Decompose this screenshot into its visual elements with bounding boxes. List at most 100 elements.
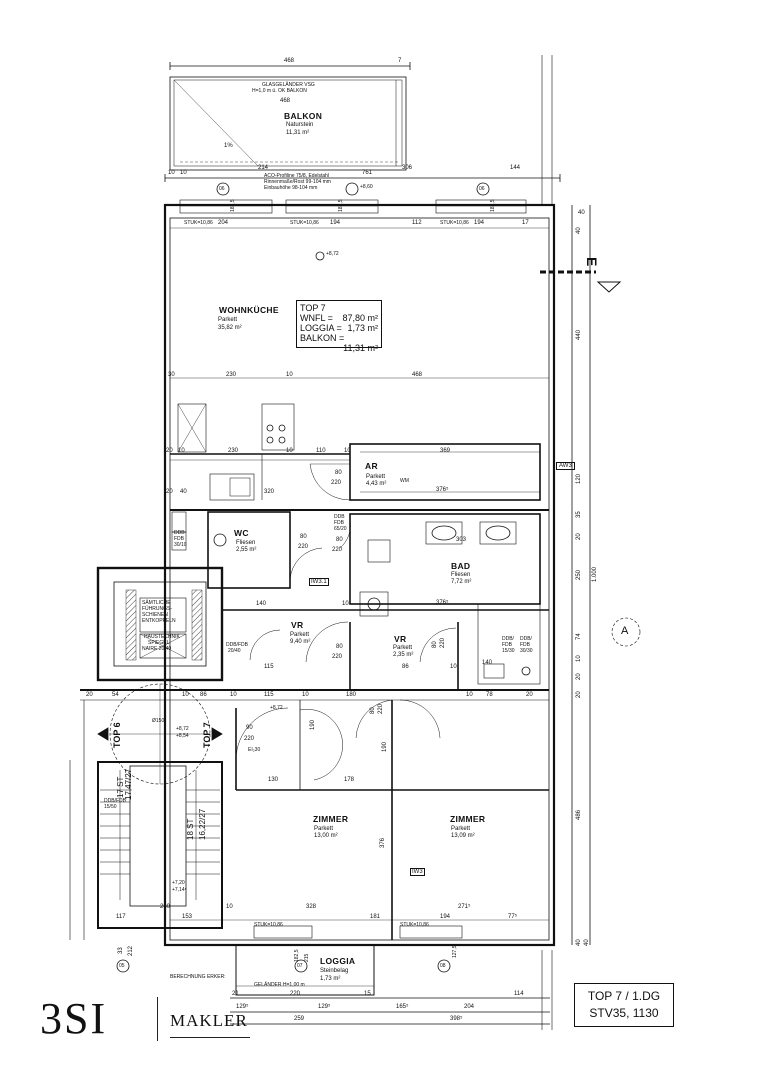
zimmer2-area: 13,09 m²: [451, 833, 475, 839]
cr-10b: 10: [230, 692, 237, 698]
loggia-v2: 215: [304, 953, 310, 962]
rd-35: 35: [576, 511, 582, 518]
axis-a-label: A: [621, 625, 629, 637]
br-271: 271⁵: [458, 904, 471, 910]
window-v3: 182,5: [490, 199, 496, 212]
vr1-floor: Parkett: [290, 632, 310, 638]
balcony-dim-total: 468: [284, 58, 295, 64]
bd-129b: 129⁵: [318, 1004, 331, 1010]
vr1-area: 9,40 m²: [290, 639, 311, 645]
brand-logo: 3SI MAKLER: [40, 995, 250, 1047]
vr2-door-h: 220: [332, 654, 343, 660]
wohnkueche-floor: Parkett: [218, 317, 238, 323]
zimmer1-area: 13,00 m²: [314, 833, 338, 839]
vr1-shaft-2: 20/40: [228, 648, 241, 654]
marker-07: 07: [297, 963, 303, 969]
window-dim-40: 40: [578, 210, 585, 216]
front-dim-5: 306: [402, 165, 413, 171]
rs-line3: 15/30: [502, 648, 515, 654]
drain-note-3: Einbauhöhe 98-104 mm: [264, 185, 318, 191]
bad-title: BAD: [451, 561, 471, 571]
elevator-l3: SCHIENEN: [142, 612, 168, 618]
plan-title-unit: TOP 7 / 1.DG: [587, 989, 661, 1003]
stair-bdf2: 15/50: [104, 804, 117, 810]
wohnkueche-title: WOHNKÜCHE: [219, 305, 279, 315]
bad-dim-376: 376⁵: [436, 600, 449, 606]
elevator-l5: HAUSTECHNIK: [144, 634, 180, 640]
cr-10: 10: [182, 692, 189, 698]
loggia-212: 212: [128, 945, 134, 956]
loggia-calc: BERECHNUNG ERKER:: [170, 974, 226, 980]
wc-door-h: 220: [298, 544, 309, 550]
cr-86: 86: [200, 692, 207, 698]
ar-wm-note: WM: [400, 478, 409, 484]
ar-area: 4,43 m²: [366, 481, 387, 487]
balcony-glass-note-1: GLASGELÄNDER VSG: [262, 82, 315, 88]
summary-loggia-row: LOGGIA =1,73 m²: [300, 323, 378, 333]
vr2-floor: Parkett: [393, 645, 413, 651]
rd-10: 10: [576, 655, 582, 662]
wc-iw-tag: IW3.1: [309, 578, 329, 586]
logo-divider: [157, 997, 158, 1041]
wc-shaft-2: FDB: [174, 536, 184, 542]
loggia-floor: Steinbelag: [320, 968, 349, 974]
stair-st2: 18 ST: [186, 818, 195, 840]
bd-259: 259: [294, 1016, 305, 1022]
drain-note-2: Rinnenmaße/Rost 99-104 mm: [264, 179, 331, 185]
rd-1000: 1.000: [592, 566, 598, 582]
balcony-area: 11,31 m²: [286, 130, 310, 136]
drain-note-1: ACO-Profiline 75/8, Edelstahl: [264, 173, 330, 179]
bad-shaft-2: FDB: [334, 520, 344, 526]
loggia-v3: 127,5: [452, 945, 458, 958]
kr-dim-230: 230: [228, 448, 239, 454]
front-dim-2: 10: [180, 170, 187, 176]
front-dim-3: 214: [258, 165, 269, 171]
br-117: 117: [116, 914, 126, 920]
vr1-dim-140: 140: [256, 601, 267, 607]
wc-shaft-1: DDB: [174, 530, 185, 536]
wk-dim-30: 30: [168, 372, 175, 378]
summary-balkon-row: BALKON =11,31 m²: [300, 333, 378, 353]
cr-20: 20: [86, 692, 93, 698]
elevator-l4: ENTKOPPELN: [142, 618, 176, 624]
br-328: 328: [306, 904, 317, 910]
zimmer1-dim-376: 376: [380, 837, 386, 848]
entry-dim-130: 130: [268, 777, 279, 783]
kr-dim-20: 20: [166, 448, 173, 454]
balcony-glass-note-2: H=1,0 m ü. OK BALKON: [252, 88, 307, 94]
rs-line2: FDB: [502, 642, 512, 648]
bad-shaft-3: 65/20: [334, 526, 347, 532]
logo-underline: [170, 1037, 250, 1038]
vr1-dim-115: 115: [264, 664, 274, 670]
stair-top6: TOP 6: [112, 722, 122, 748]
window-v2: 182,5: [338, 199, 344, 212]
bd-114: 114: [514, 991, 524, 997]
kr-dim-110: 110: [316, 448, 326, 454]
balcony-title: BALKON: [284, 111, 323, 121]
cr-20b: 20: [526, 692, 533, 698]
marker-06b: 06: [479, 186, 485, 192]
elevator-l2: FÜHRUNGS-: [142, 606, 172, 612]
summary-balkon-label: BALKON =: [300, 333, 345, 343]
summary-unit: TOP 7: [300, 303, 326, 313]
wc-area: 2,55 m²: [236, 547, 257, 553]
vr2-door-h2: 220: [440, 637, 446, 648]
vr2-area: 2,35 m²: [393, 652, 414, 658]
aw3-tag: AW3: [556, 462, 575, 470]
entry-dim-178: 178: [344, 777, 355, 783]
kr-dim-376: 376⁵: [436, 487, 449, 493]
plan-title-address: STV35, 1130: [589, 1006, 659, 1020]
bd-129a: 129⁵: [236, 1004, 249, 1010]
window-stuk-2: STUK=10,86: [290, 220, 319, 226]
plan-title-box: TOP 7 / 1.DG STV35, 1130: [574, 983, 674, 1027]
cr-10c: 10: [302, 692, 309, 698]
vr1-title: VR: [291, 620, 304, 630]
cr-54: 54: [112, 692, 119, 698]
stair-lvl2: +8,54: [176, 733, 189, 739]
kr-dim-369: 369: [440, 448, 451, 454]
wk-dim-230: 230: [226, 372, 237, 378]
summary-wnfl: 87,80 m²: [342, 313, 378, 323]
stair-diam: Ø150: [152, 718, 165, 724]
entry-ei: EI₂30: [248, 747, 261, 753]
bd-21: 21: [232, 991, 239, 997]
